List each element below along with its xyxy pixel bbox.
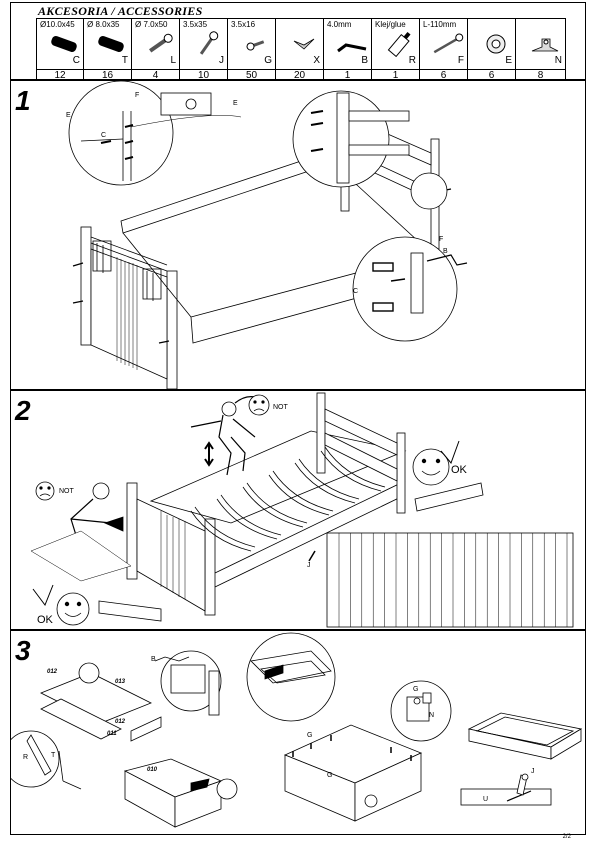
label-p012b: 012 bbox=[115, 719, 126, 725]
label-p012: 012 bbox=[47, 669, 58, 675]
step-3-panel: 3 bbox=[10, 630, 586, 835]
accessory-quantity: 4 bbox=[132, 69, 179, 82]
accessory-quantity: 1 bbox=[372, 69, 419, 82]
accessory-code: L bbox=[170, 55, 176, 66]
accessory-size: 3.5x16 bbox=[231, 20, 256, 29]
step-1-illustration: E C F E F B C bbox=[66, 81, 468, 390]
accessory-code: B bbox=[361, 55, 368, 66]
accessories-title: AKCESORIA / ACCESSORIES bbox=[38, 4, 203, 18]
label-not2: NOT bbox=[59, 488, 75, 495]
step-number: 1 bbox=[15, 85, 31, 116]
confirmat-screw-icon bbox=[149, 33, 173, 53]
page-number: 2/2 bbox=[562, 834, 571, 840]
step-number: 2 bbox=[15, 395, 31, 426]
label-n: N bbox=[429, 712, 434, 719]
wooden-dowel-icon bbox=[98, 35, 124, 53]
label-f: F bbox=[135, 92, 139, 99]
accessory-quantity: 1 bbox=[324, 69, 371, 82]
accessory-code: T bbox=[121, 55, 128, 66]
step-3-illustration: 012 013 012 011 010 R T B G N G G J U bbox=[11, 632, 583, 828]
label-p013: 013 bbox=[115, 679, 126, 685]
accessory-size: Ø 8.0x35 bbox=[87, 20, 120, 29]
label-p011: 011 bbox=[107, 731, 117, 737]
accessory-size: L-110mm bbox=[423, 20, 457, 29]
accessory-quantity: 8 bbox=[516, 69, 565, 82]
step-2-panel: 2 bbox=[10, 390, 586, 630]
clip-icon bbox=[293, 38, 315, 50]
label-not: NOT bbox=[273, 404, 289, 411]
accessory-code: G bbox=[264, 55, 272, 66]
accessory-code: E bbox=[505, 55, 512, 66]
label-f2: F bbox=[439, 236, 443, 243]
label-c2: C bbox=[353, 288, 358, 295]
label-g: G bbox=[413, 686, 418, 693]
accessory-quantity: 16 bbox=[84, 69, 131, 82]
label-u: U bbox=[483, 796, 488, 803]
label-e: E bbox=[66, 112, 71, 119]
wooden-dowel-icon bbox=[51, 35, 77, 53]
accessory-code: C bbox=[72, 55, 80, 66]
label-p010: 010 bbox=[147, 767, 158, 773]
bracket-icon bbox=[531, 38, 559, 52]
step-1-panel: 1 bbox=[10, 80, 586, 390]
step-2-illustration: NOT NOT OK OK J bbox=[30, 392, 574, 628]
accessory-code: R bbox=[408, 55, 416, 66]
label-ok: OK bbox=[451, 464, 468, 476]
accessory-code: F bbox=[457, 55, 464, 66]
accessory-code: J bbox=[219, 55, 224, 66]
bed-end-panel bbox=[80, 226, 178, 390]
wood-screw-icon bbox=[199, 31, 219, 55]
label-c: C bbox=[101, 132, 106, 139]
accessory-quantity: 6 bbox=[468, 69, 515, 82]
label-t: T bbox=[51, 752, 56, 759]
short-screw-icon bbox=[246, 40, 265, 51]
label-r: R bbox=[23, 754, 28, 761]
step-number: 3 bbox=[15, 635, 31, 666]
allen-key-icon bbox=[337, 43, 367, 53]
accessory-code: X bbox=[313, 55, 320, 66]
label-b: B bbox=[151, 656, 156, 663]
accessory-quantity: 50 bbox=[228, 69, 275, 82]
accessory-quantity: 20 bbox=[276, 69, 323, 82]
accessory-quantity: 10 bbox=[180, 69, 227, 82]
accessory-cell: X 20 bbox=[276, 19, 324, 81]
label-g2: G bbox=[307, 732, 312, 739]
label-ok2: OK bbox=[37, 614, 54, 626]
label-b: B bbox=[443, 248, 448, 255]
accessory-size: 3.5x35 bbox=[183, 20, 208, 29]
accessory-size: Klej/glue bbox=[375, 20, 406, 29]
label-j: J bbox=[531, 768, 535, 775]
accessory-code: N bbox=[554, 55, 562, 66]
label-g3: G bbox=[327, 772, 332, 779]
accessory-quantity: 12 bbox=[37, 69, 83, 82]
cam-nut-icon bbox=[486, 34, 506, 54]
accessory-quantity: 6 bbox=[420, 69, 467, 82]
label-e2: E bbox=[233, 100, 238, 107]
accessory-size: Ø 7.0x50 bbox=[135, 20, 168, 29]
accessory-size: Ø10.0x45 bbox=[40, 20, 75, 29]
bolt-icon bbox=[433, 33, 464, 54]
accessory-size: 4.0mm bbox=[327, 20, 352, 29]
glue-bottle-icon bbox=[387, 31, 411, 57]
label-j: J bbox=[307, 562, 311, 569]
